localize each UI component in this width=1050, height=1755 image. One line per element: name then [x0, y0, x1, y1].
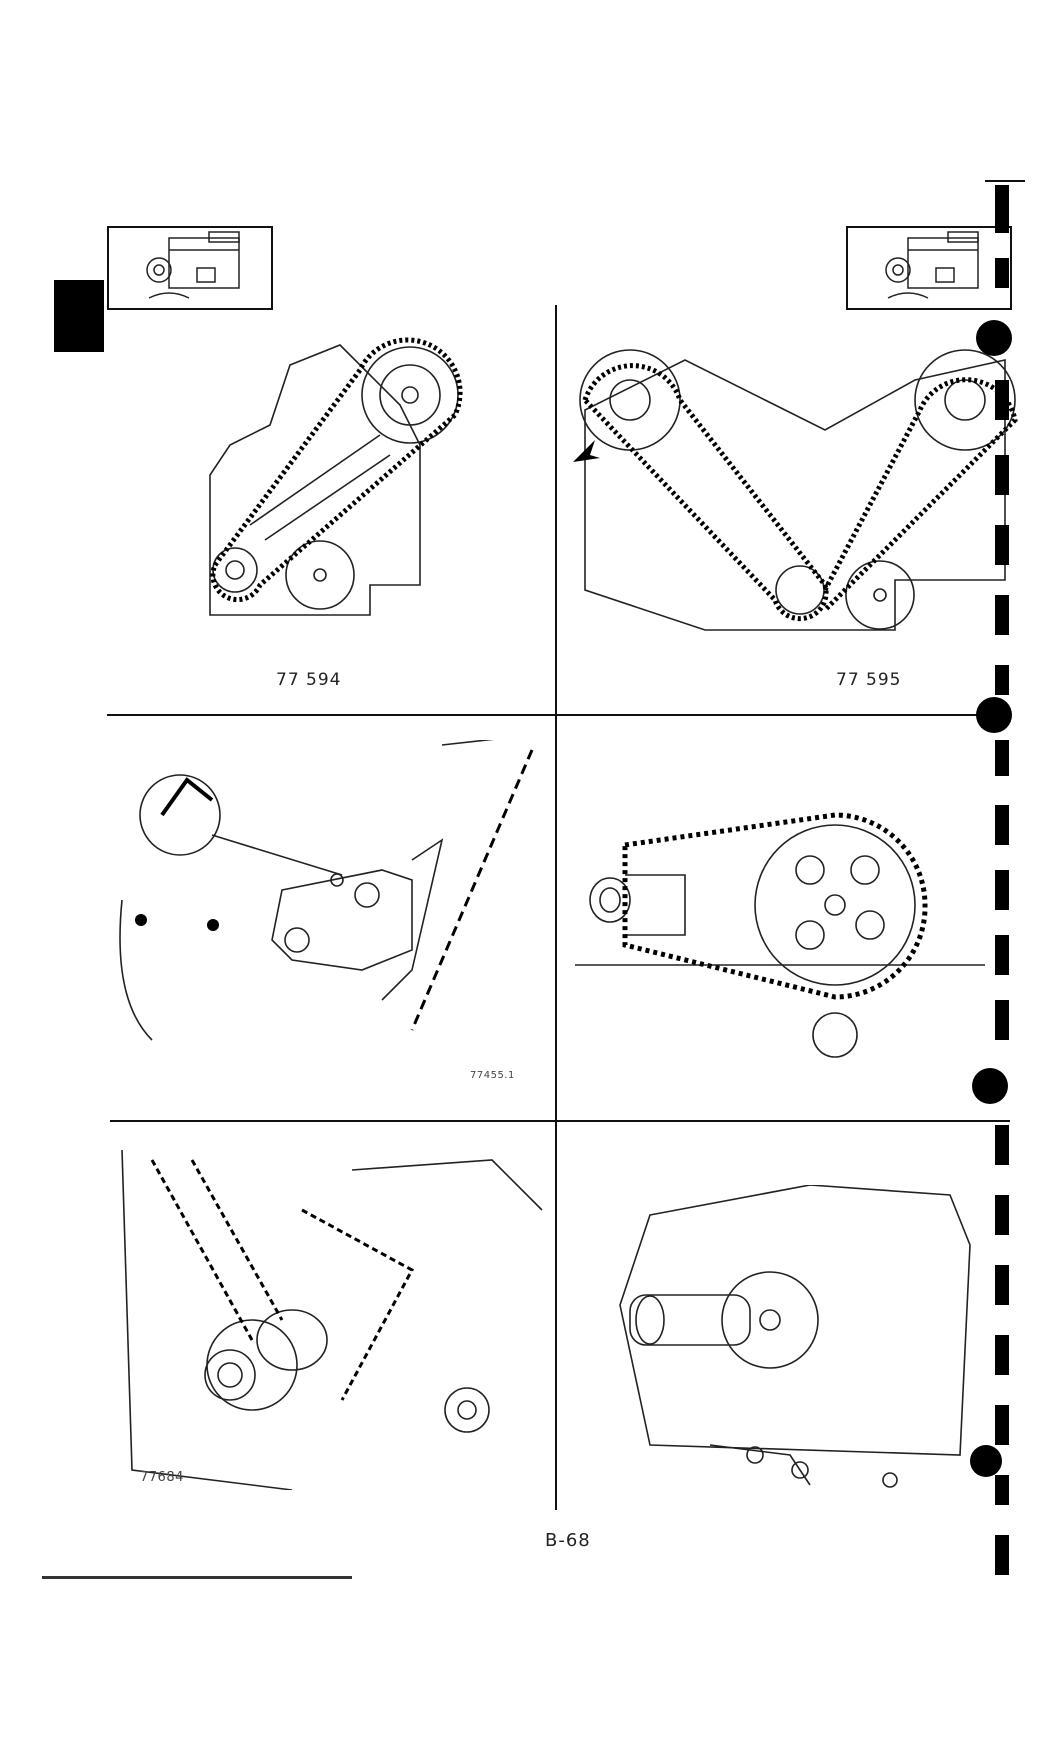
- figure-timing-chain-both-banks: [565, 340, 1020, 640]
- binding-mark: [995, 805, 1009, 845]
- binding-hole: [976, 697, 1012, 733]
- bottom-rule: [42, 1576, 352, 1579]
- figure-caption-3: 77455.1: [470, 1070, 515, 1081]
- binding-mark: [995, 595, 1009, 635]
- binding-hole: [976, 320, 1012, 356]
- horizontal-divider-2: [110, 1120, 1010, 1122]
- engine-thumbnail-icon-left: [107, 226, 273, 310]
- figure-crank-sprocket-chains: [112, 1150, 552, 1490]
- binding-mark: [995, 1000, 1009, 1040]
- vertical-divider: [555, 305, 557, 1510]
- binding-mark: [995, 665, 1009, 695]
- top-right-rule: [985, 180, 1025, 182]
- page-number: B-68: [545, 1530, 591, 1551]
- binding-mark: [995, 935, 1009, 975]
- binding-hole: [972, 1068, 1008, 1104]
- binding-hole: [970, 1445, 1002, 1477]
- binding-mark: [995, 525, 1009, 565]
- figure-caption-5: 77684: [140, 1470, 184, 1485]
- figure-camshaft-tool: [590, 1185, 1000, 1495]
- binding-mark: [995, 455, 1009, 495]
- binding-mark: [995, 1195, 1009, 1235]
- binding-mark: [995, 740, 1009, 776]
- binding-mark: [995, 1535, 1009, 1575]
- engine-thumbnail-icon-right: [846, 226, 1012, 310]
- figure-sprocket-chain-closeup: [565, 735, 1005, 1085]
- section-tab: [54, 280, 104, 352]
- figure-caption-2: 77 595: [836, 670, 902, 690]
- binding-mark: [995, 258, 1009, 288]
- binding-mark: [995, 1475, 1009, 1505]
- binding-mark: [995, 185, 1009, 233]
- binding-mark: [995, 1335, 1009, 1375]
- binding-mark: [995, 1265, 1009, 1305]
- binding-mark: [995, 380, 1009, 420]
- horizontal-divider-1: [107, 714, 1007, 716]
- binding-mark: [995, 1405, 1009, 1445]
- figure-caption-1: 77 594: [276, 670, 342, 690]
- binding-mark: [995, 1125, 1009, 1165]
- figure-chain-tensioner-detail: [112, 740, 552, 1080]
- binding-mark: [995, 870, 1009, 910]
- figure-timing-chain-left-bank: [190, 325, 490, 625]
